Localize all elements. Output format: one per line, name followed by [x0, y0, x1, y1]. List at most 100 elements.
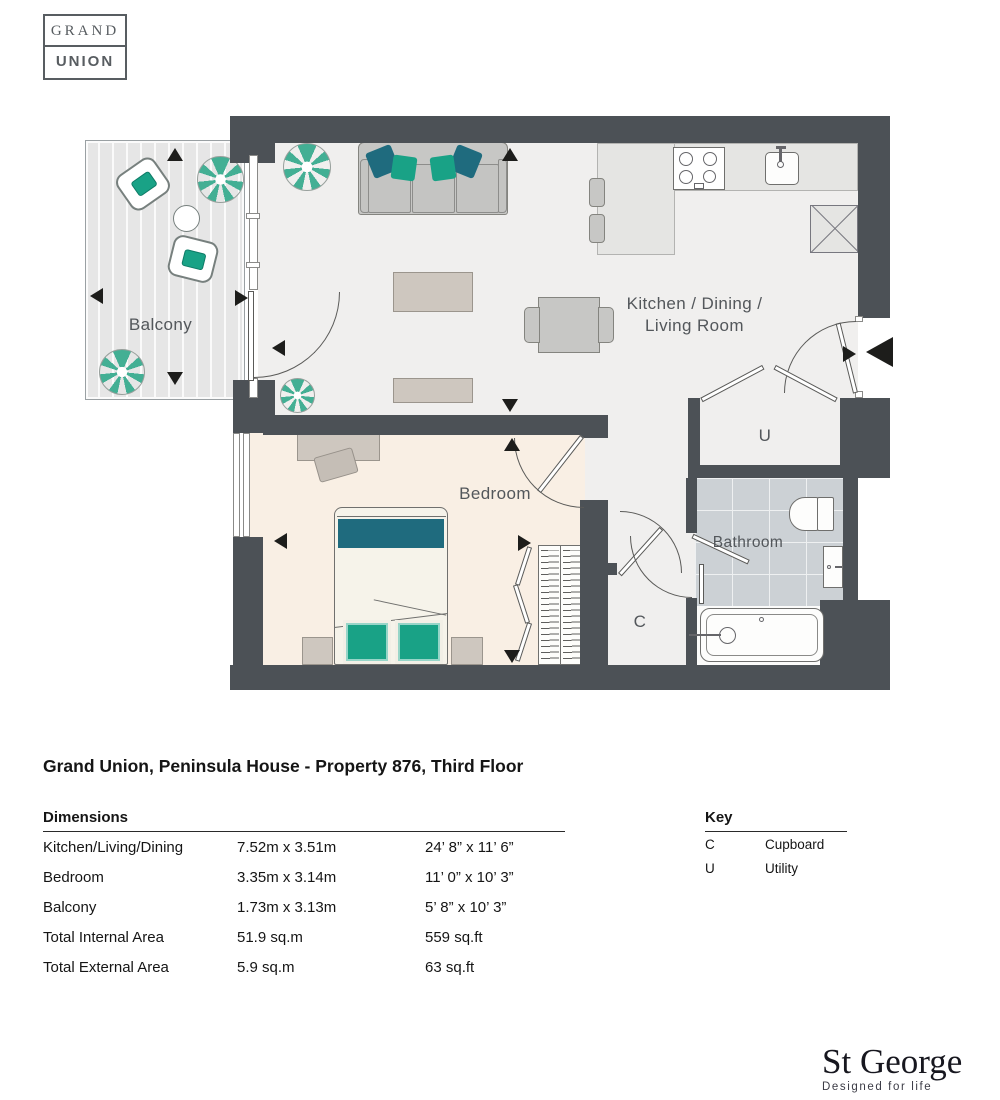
wall-utility-bathroom: [695, 465, 843, 478]
kitchen-counter-island: [597, 143, 675, 255]
wall-right-upper: [858, 116, 890, 318]
tap: [779, 148, 782, 162]
bathroom-label: Bathroom: [712, 534, 784, 551]
bed-foot-cushion: [343, 620, 391, 664]
window-tick: [246, 262, 260, 268]
st-george-tagline: Designed for life: [822, 1081, 933, 1093]
basin-dot: [827, 565, 831, 569]
dimension-label: Bedroom: [43, 869, 104, 886]
hob-icon: [673, 147, 725, 190]
key-row: C Cupboard: [705, 837, 855, 855]
dimension-imperial: 5’ 8” x 10’ 3”: [425, 899, 507, 916]
basin-tap: [835, 566, 842, 568]
arrow-down-icon: [167, 372, 183, 385]
bedroom-label: Bedroom: [459, 484, 531, 503]
wall-right-utility: [840, 398, 890, 478]
plant-icon: [280, 378, 315, 413]
plant-icon: [283, 143, 331, 191]
bedside-stool: [451, 637, 483, 665]
bed-fold-line: [373, 599, 447, 616]
bed: [334, 507, 448, 665]
key-rule: [705, 831, 847, 832]
appliance-icon: [810, 205, 858, 253]
sofa-armrest: [360, 159, 369, 213]
chair-cushion: [181, 248, 207, 271]
kitchen-label-line1: Kitchen / Dining /: [626, 294, 763, 313]
tv-unit: [393, 378, 473, 403]
entry-frame: [855, 391, 863, 398]
page-title: Grand Union, Peninsula House - Property …: [43, 756, 524, 776]
dimension-row: Total Internal Area 51.9 sq.m 559 sq.ft: [43, 929, 603, 951]
dining-chair: [524, 307, 540, 343]
wall-bathroom-left-lower: [686, 598, 697, 665]
dimension-label: Balcony: [43, 899, 97, 916]
bedroom-window-outer: [233, 433, 240, 537]
entry-arrow-icon: [866, 337, 893, 367]
hob-notch: [694, 183, 704, 189]
key-code: C: [705, 837, 715, 852]
wall-bottom: [230, 665, 890, 690]
arrow-left-icon: [90, 288, 103, 304]
bathtub-tap: [689, 634, 721, 636]
dimension-imperial: 11’ 0” x 10’ 3”: [425, 869, 514, 886]
arrow-right-icon: [518, 535, 531, 551]
sofa-armrest: [498, 159, 507, 213]
wall-living-bedroom: [263, 415, 580, 435]
bar-stool: [589, 214, 605, 243]
dimension-imperial: 559 sq.ft: [425, 929, 483, 946]
bar-stool: [589, 178, 605, 207]
dimension-row: Kitchen/Living/Dining 7.52m x 3.51m 24’ …: [43, 839, 603, 861]
key-row: U Utility: [705, 861, 855, 879]
wardrobe-hangers: [541, 550, 559, 660]
dining-chair: [598, 307, 614, 343]
key-heading: Key: [705, 809, 733, 826]
wardrobe: [538, 545, 582, 665]
bed-sheet-line: [337, 516, 446, 517]
key-code: U: [705, 861, 715, 876]
bathtub-dot: [759, 617, 764, 622]
sofa-pillow: [390, 154, 418, 182]
arrow-left-icon: [274, 533, 287, 549]
toilet-cistern: [817, 497, 834, 531]
sofa-pillow: [429, 154, 457, 182]
balcony-window: [249, 155, 258, 290]
plant-icon: [197, 156, 244, 203]
balcony-door-frame: [249, 378, 258, 398]
bedside-stool: [302, 637, 333, 665]
arrow-up-icon: [502, 148, 518, 161]
entry-frame: [855, 316, 863, 322]
tap-dot: [777, 161, 784, 168]
logo-grand-text: GRAND: [45, 16, 125, 47]
wall-bedroom-right-sliver: [580, 415, 608, 438]
key-label: Cupboard: [765, 837, 825, 852]
bedroom-window-inner: [243, 433, 250, 537]
cupboard-label: C: [633, 612, 647, 631]
bathtub-icon: [689, 608, 824, 662]
dimension-label: Kitchen/Living/Dining: [43, 839, 184, 856]
arrow-down-icon: [504, 650, 520, 663]
window-tick: [246, 213, 260, 219]
balcony-label: Balcony: [128, 315, 193, 334]
entry-arrow-small-icon: [843, 346, 856, 362]
dimensions-heading: Dimensions: [43, 809, 129, 826]
grand-union-logo: GRAND UNION: [43, 14, 127, 80]
arrow-up-icon: [504, 438, 520, 451]
arrow-up-icon: [167, 148, 183, 161]
wall-bedroom-right: [580, 500, 608, 665]
dimension-row: Total External Area 5.9 sq.m 63 sq.ft: [43, 959, 603, 981]
wardrobe-divider: [560, 546, 561, 664]
st-george-logo: St George Designed for life: [822, 1042, 982, 1094]
basin-icon: [823, 546, 843, 588]
balcony-door-leaf: [248, 291, 254, 381]
sink-icon: [765, 146, 799, 185]
st-george-wordmark: St George: [822, 1042, 963, 1081]
dimension-metric: 3.35m x 3.14m: [237, 869, 337, 886]
bed-foot-cushion: [395, 620, 443, 664]
dimension-metric: 1.73m x 3.13m: [237, 899, 337, 916]
dimension-imperial: 63 sq.ft: [425, 959, 475, 976]
burner: [679, 170, 693, 184]
logo-union-text: UNION: [55, 53, 115, 70]
wall-bathroom-left-upper: [686, 478, 697, 533]
burner: [703, 152, 717, 166]
